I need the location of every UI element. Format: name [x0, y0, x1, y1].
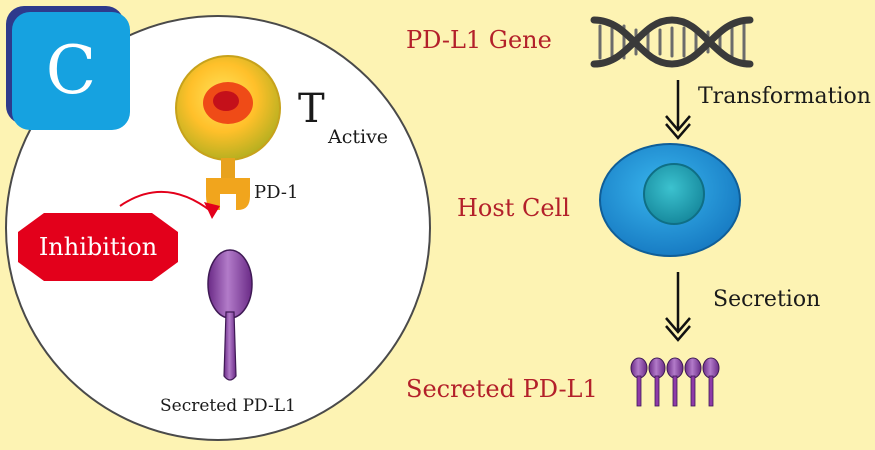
t-cell-subscript: Active	[328, 126, 389, 148]
pdl1-protein-icon	[207, 249, 253, 381]
secreted-pdl1-right-label: Secreted PD-L1	[406, 375, 598, 403]
inhibition-arrow-line	[119, 190, 213, 213]
gene-label: PD-L1 Gene	[406, 26, 552, 54]
secretion-label: Secretion	[713, 287, 821, 312]
panel-badge	[12, 12, 130, 130]
t-cell-icon	[175, 55, 281, 210]
secreted-pdl1-cluster	[630, 357, 720, 407]
inhibition-arrow-head	[204, 202, 220, 219]
secreted-pdl1-left-label: Secreted PD-L1	[160, 396, 296, 416]
transformation-label: Transformation	[698, 84, 871, 109]
t-cell-letter: T	[298, 86, 325, 132]
panel-letter: C	[45, 32, 97, 109]
host-cell-icon	[599, 143, 741, 257]
inhibition-label: Inhibition	[38, 233, 158, 261]
dna-icon	[590, 16, 754, 68]
host-cell-label: Host Cell	[457, 194, 570, 222]
inhibition-octagon	[18, 213, 178, 281]
pd1-label: PD-1	[254, 182, 299, 203]
